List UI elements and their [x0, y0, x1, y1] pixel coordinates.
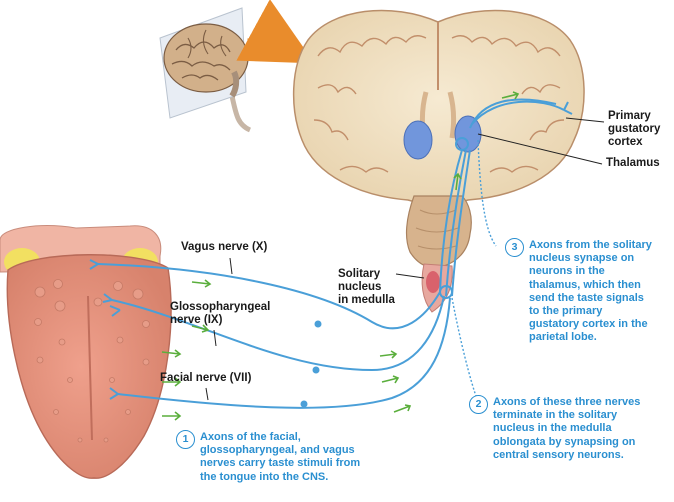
facial-nerve-label: Facial nerve (VII): [160, 372, 252, 384]
thalamus-label: Thalamus: [606, 157, 660, 169]
brain-inset: [159, 0, 315, 133]
tongue: [0, 225, 172, 479]
step-1-text: Axons of the facial, glossopharyngeal, a…: [200, 431, 361, 483]
facial-nerve-fiber: [117, 297, 451, 409]
flow-arrows: [161, 91, 520, 421]
step-1-badge: 1: [176, 430, 195, 449]
step-2-badge: 2: [469, 395, 488, 414]
nerve-fibers: [89, 98, 573, 409]
glossopharyngeal-nerve-label: Glossopharyngeal nerve (IX): [170, 301, 271, 326]
vagus-nerve-label: Vagus nerve (X): [181, 241, 268, 253]
vagus-nerve-fiber: [97, 263, 441, 330]
glossopharyngeal-nerve-fiber: [111, 295, 445, 372]
primary-gustatory-cortex-label: Primary gustatory cortex: [608, 110, 661, 148]
brain-coronal-section: [292, 9, 585, 313]
step-3-text: Axons from the solitary nucleus synapse …: [529, 239, 652, 344]
step-2-text: Axons of these three nerves terminate in…: [493, 396, 641, 461]
ganglia: [300, 320, 322, 408]
leader-lines: [205, 117, 605, 401]
solitary-nucleus-label: Solitary nucleus in medulla: [338, 268, 395, 306]
step-3-badge: 3: [505, 238, 524, 257]
